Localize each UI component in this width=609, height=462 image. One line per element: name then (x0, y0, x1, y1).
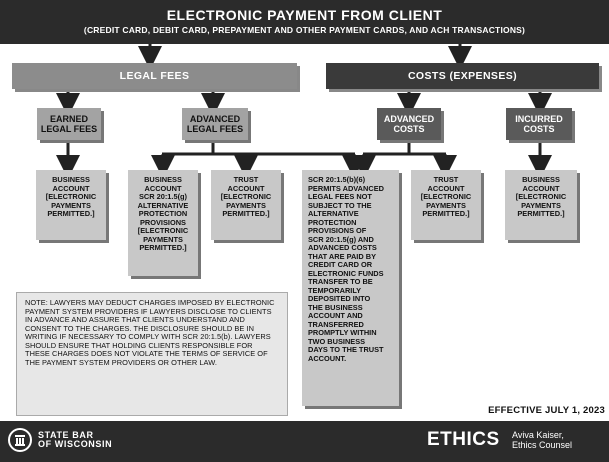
node-earned-legal-fees: EARNED LEGAL FEES (37, 108, 101, 140)
state-bar-logo: STATE BAR OF WISCONSIN (8, 428, 112, 452)
node-trust-account-costs: TRUST ACCOUNT [ELECTRONIC PAYMENTS PERMI… (411, 170, 481, 240)
node-advanced-costs: ADVANCED COSTS (377, 108, 441, 140)
counsel-line2: Ethics Counsel (512, 440, 573, 451)
diagram-header: ELECTRONIC PAYMENT FROM CLIENT (CREDIT C… (0, 0, 609, 44)
diagram-title: ELECTRONIC PAYMENT FROM CLIENT (166, 7, 443, 23)
node-incurred-costs: INCURRED COSTS (506, 108, 572, 140)
diagram-subtitle: (CREDIT CARD, DEBIT CARD, PREPAYMENT AND… (83, 25, 526, 35)
org-name-line1: STATE BAR (38, 429, 94, 440)
node-scr-temporary-deposit: SCR 20:1.5(b)(6) PERMITS ADVANCED LEGAL … (302, 170, 399, 406)
counsel-name: Aviva Kaiser, Ethics Counsel (512, 430, 572, 451)
node-business-account-scr: BUSINESS ACCOUNT SCR 20:1.5(g) ALTERNATI… (128, 170, 198, 276)
node-business-account-incurred: BUSINESS ACCOUNT [ELECTRONIC PAYMENTS PE… (505, 170, 577, 240)
org-name-line2: OF WISCONSIN (38, 439, 113, 449)
pillar-seal-icon (8, 428, 32, 452)
node-business-account-earned: BUSINESS ACCOUNT [ELECTRONIC PAYMENTS PE… (36, 170, 106, 240)
counsel-line1: Aviva Kaiser, (512, 430, 564, 440)
category-legal-fees: LEGAL FEES (12, 63, 297, 89)
note-box: NOTE: LAWYERS MAY DEDUCT CHARGES IMPOSED… (16, 292, 288, 416)
ethics-label: ETHICS (427, 429, 500, 450)
effective-date: EFFECTIVE JULY 1, 2023 (488, 405, 605, 416)
org-name: STATE BAR OF WISCONSIN (38, 429, 113, 450)
node-trust-account-fees: TRUST ACCOUNT [ELECTRONIC PAYMENTS PERMI… (211, 170, 281, 240)
node-advanced-legal-fees: ADVANCED LEGAL FEES (182, 108, 248, 140)
footer-bar (0, 421, 609, 462)
category-costs: COSTS (EXPENSES) (326, 63, 599, 89)
